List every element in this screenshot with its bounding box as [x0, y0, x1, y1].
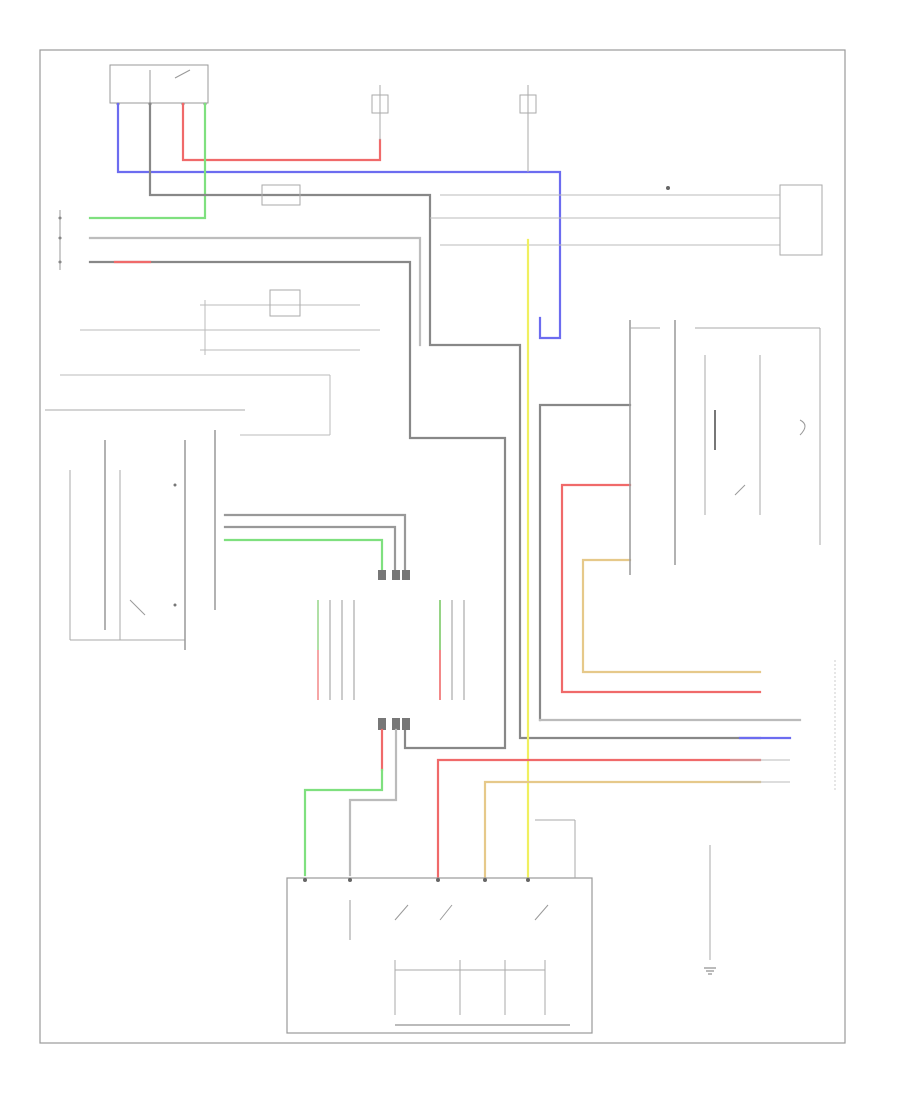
- left-seat-switch-assembly: [69, 430, 216, 650]
- wire-tan-bottom: [483, 780, 762, 882]
- wire-red-bottom: [436, 758, 762, 882]
- top-connectors: [261, 85, 537, 206]
- lumbar-motor-right: [439, 600, 465, 700]
- wire-black-center2: [223, 525, 397, 577]
- wire-green-lower: [303, 768, 384, 877]
- wire-gray-mid: [88, 236, 422, 347]
- wire-green-top: [88, 102, 207, 220]
- wire-black-right: [538, 403, 632, 722]
- center-connector-stubs: [378, 570, 410, 580]
- wire-green-center: [223, 538, 384, 577]
- wire-black-center1: [223, 513, 407, 577]
- seat-switch-box: [109, 64, 209, 106]
- wire-black-top: [148, 102, 762, 740]
- lumbar-motor-left: [317, 600, 355, 700]
- wire-blue-top: [116, 102, 562, 340]
- right-seat-motor: [629, 320, 821, 575]
- wire-gray-lower: [348, 728, 398, 877]
- wire-red-right: [560, 483, 762, 694]
- wire-red-top: [181, 102, 382, 162]
- lower-center-connector: [378, 718, 410, 730]
- diagram-frame: [39, 49, 846, 1044]
- wire-black-left: [88, 260, 507, 750]
- ground-symbol: [704, 845, 716, 975]
- main-power-seat-switch: [286, 819, 593, 1034]
- lumbar-connector-block: [45, 289, 380, 436]
- wire-tan-right: [581, 558, 762, 674]
- left-connectors: [58, 210, 62, 270]
- right-upper-switch: [430, 184, 823, 256]
